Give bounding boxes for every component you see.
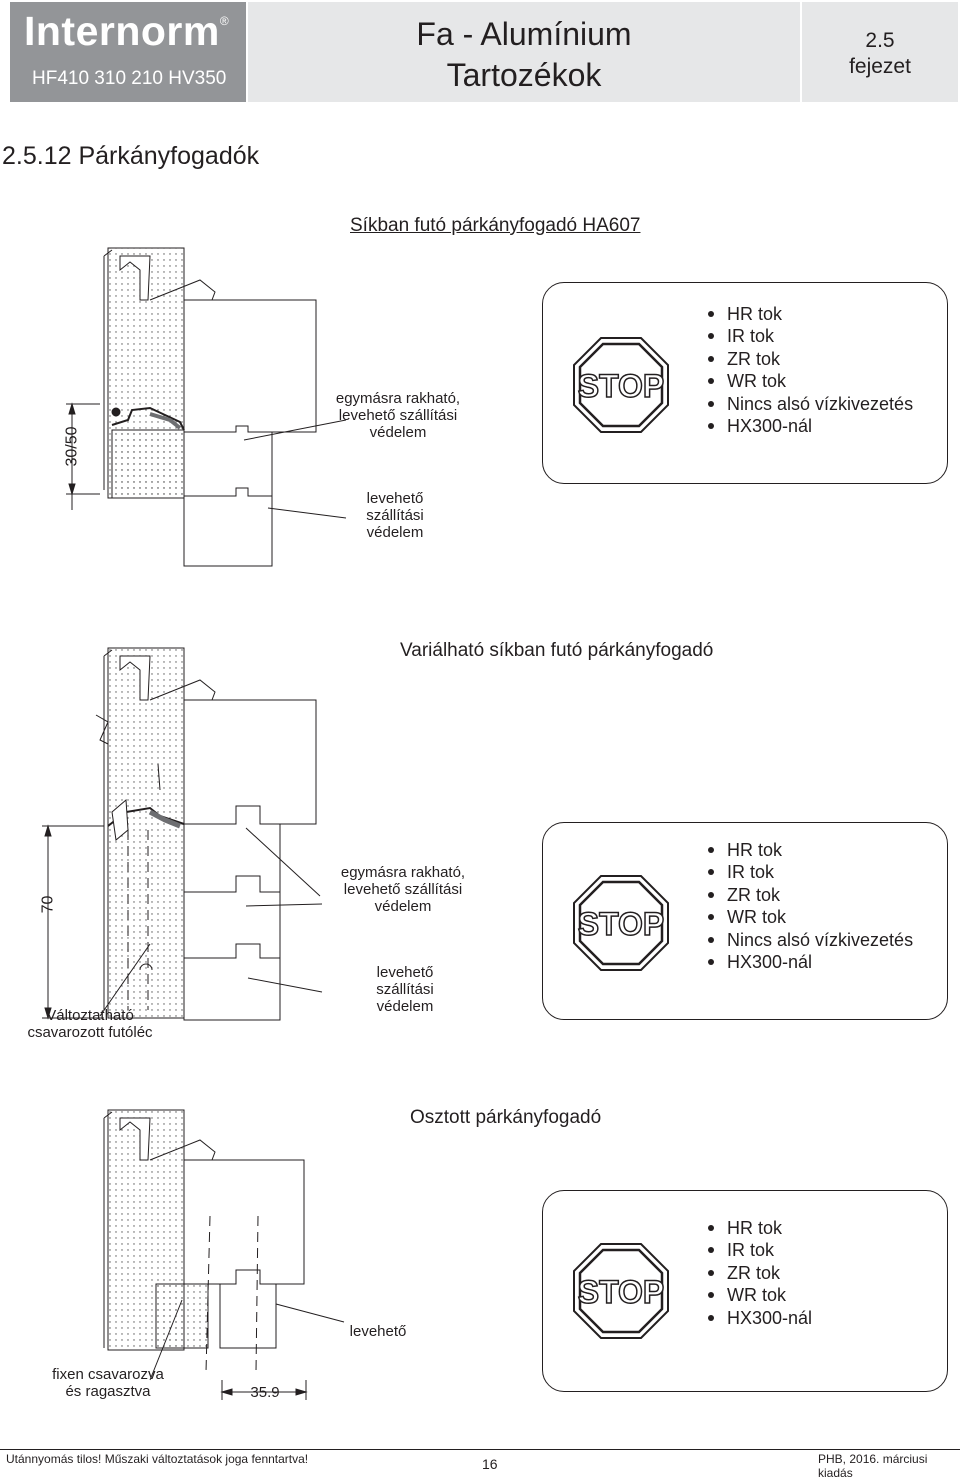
diagram-1-frame-list: HR tok IR tok ZR tok WR tok Nincs alsó v…: [703, 303, 913, 437]
chapter-label: fejezet: [849, 55, 911, 78]
diagram-3-frame-list: HR tok IR tok ZR tok WR tok HX300-nál: [703, 1217, 812, 1329]
list-item: HR tok: [703, 1217, 812, 1239]
diagram-3-removable-label: levehető: [349, 1323, 407, 1340]
header-title-panel: Fa - Alumínium Tartozékok: [248, 2, 800, 102]
list-item: ZR tok: [703, 348, 913, 370]
diagram-3-title: Osztott párkányfogadó: [410, 1107, 602, 1128]
list-item: HX300-nál: [703, 1307, 812, 1329]
diagram-3-dimension: 35.9: [250, 1384, 280, 1401]
footer-copyright: Utánnyomás tilos! Műszaki változtatások …: [6, 1452, 309, 1466]
section-title: 2.5.12 Párkányfogadók: [2, 142, 260, 170]
footer-page-number: 16: [482, 1456, 498, 1472]
stop-sign-icon: STOP: [573, 337, 669, 433]
list-item: Nincs alsó vízkivezetés: [703, 929, 913, 951]
list-item: HX300-nál: [703, 951, 913, 973]
diagram-3-fixed-label: fixen csavarozva és ragasztva: [52, 1366, 164, 1400]
diagram-2-dimension: 70: [39, 895, 57, 914]
diagram-2-frame-list: HR tok IR tok ZR tok WR tok Nincs alsó v…: [703, 839, 913, 973]
header-title-line1: Fa - Alumínium: [416, 16, 632, 52]
diagram-1-removable-label: levehető szállítási védelem: [366, 490, 424, 541]
diagram-1-info-box: STOP HR tok IR tok ZR tok WR tok Nincs a…: [542, 282, 948, 484]
diagram-1-dimension: 30/50: [63, 426, 81, 467]
diagram-1-stackable-label: egymásra rakható, levehető szállítási vé…: [335, 390, 461, 441]
footer-edition: PHB, 2016. márciusi kiadás: [818, 1452, 928, 1480]
list-item: WR tok: [703, 370, 913, 392]
profile-drawing-3: [103, 1109, 345, 1400]
header-brand-panel: Internorm® HF410 310 210 HV350: [10, 2, 246, 102]
header-title-line2: Tartozékok: [446, 57, 602, 93]
list-item: ZR tok: [703, 1262, 812, 1284]
list-item: WR tok: [703, 906, 913, 928]
model-list: HF410 310 210 HV350: [32, 68, 227, 89]
diagram-2-info-box: STOP HR tok IR tok ZR tok WR tok Nincs a…: [542, 822, 948, 1020]
list-item: HX300-nál: [703, 415, 913, 437]
profile-drawing-2: [42, 647, 323, 1021]
brand-logo: Internorm®: [24, 8, 230, 54]
diagram-2-removable-label: levehető szállítási védelem: [376, 964, 434, 1015]
profile-drawing-1: [66, 247, 347, 567]
list-item: Nincs alsó vízkivezetés: [703, 393, 913, 415]
list-item: WR tok: [703, 1284, 812, 1306]
footer-divider: [0, 1449, 960, 1450]
diagram-2-title: Variálható síkban futó párkányfogadó: [400, 640, 714, 661]
stop-sign-icon: STOP: [573, 875, 669, 971]
svg-text:STOP: STOP: [578, 1274, 665, 1310]
diagram-2-strip-label: Változtatható csavarozott futóléc: [27, 1007, 153, 1041]
diagram-2-stackable-label: egymásra rakható, levehető szállítási vé…: [340, 864, 466, 915]
stop-sign-icon: STOP: [573, 1243, 669, 1339]
list-item: IR tok: [703, 1239, 812, 1261]
list-item: HR tok: [703, 839, 913, 861]
svg-text:STOP: STOP: [578, 906, 665, 942]
list-item: HR tok: [703, 303, 913, 325]
header-chapter-panel: 2.5 fejezet: [802, 2, 958, 102]
svg-text:STOP: STOP: [578, 368, 665, 404]
diagram-3-info-box: STOP HR tok IR tok ZR tok WR tok HX300-n…: [542, 1190, 948, 1392]
list-item: IR tok: [703, 325, 913, 347]
list-item: ZR tok: [703, 884, 913, 906]
list-item: IR tok: [703, 861, 913, 883]
diagram-1-title: Síkban futó párkányfogadó HA607: [350, 215, 641, 236]
chapter-number: 2.5: [865, 29, 895, 52]
